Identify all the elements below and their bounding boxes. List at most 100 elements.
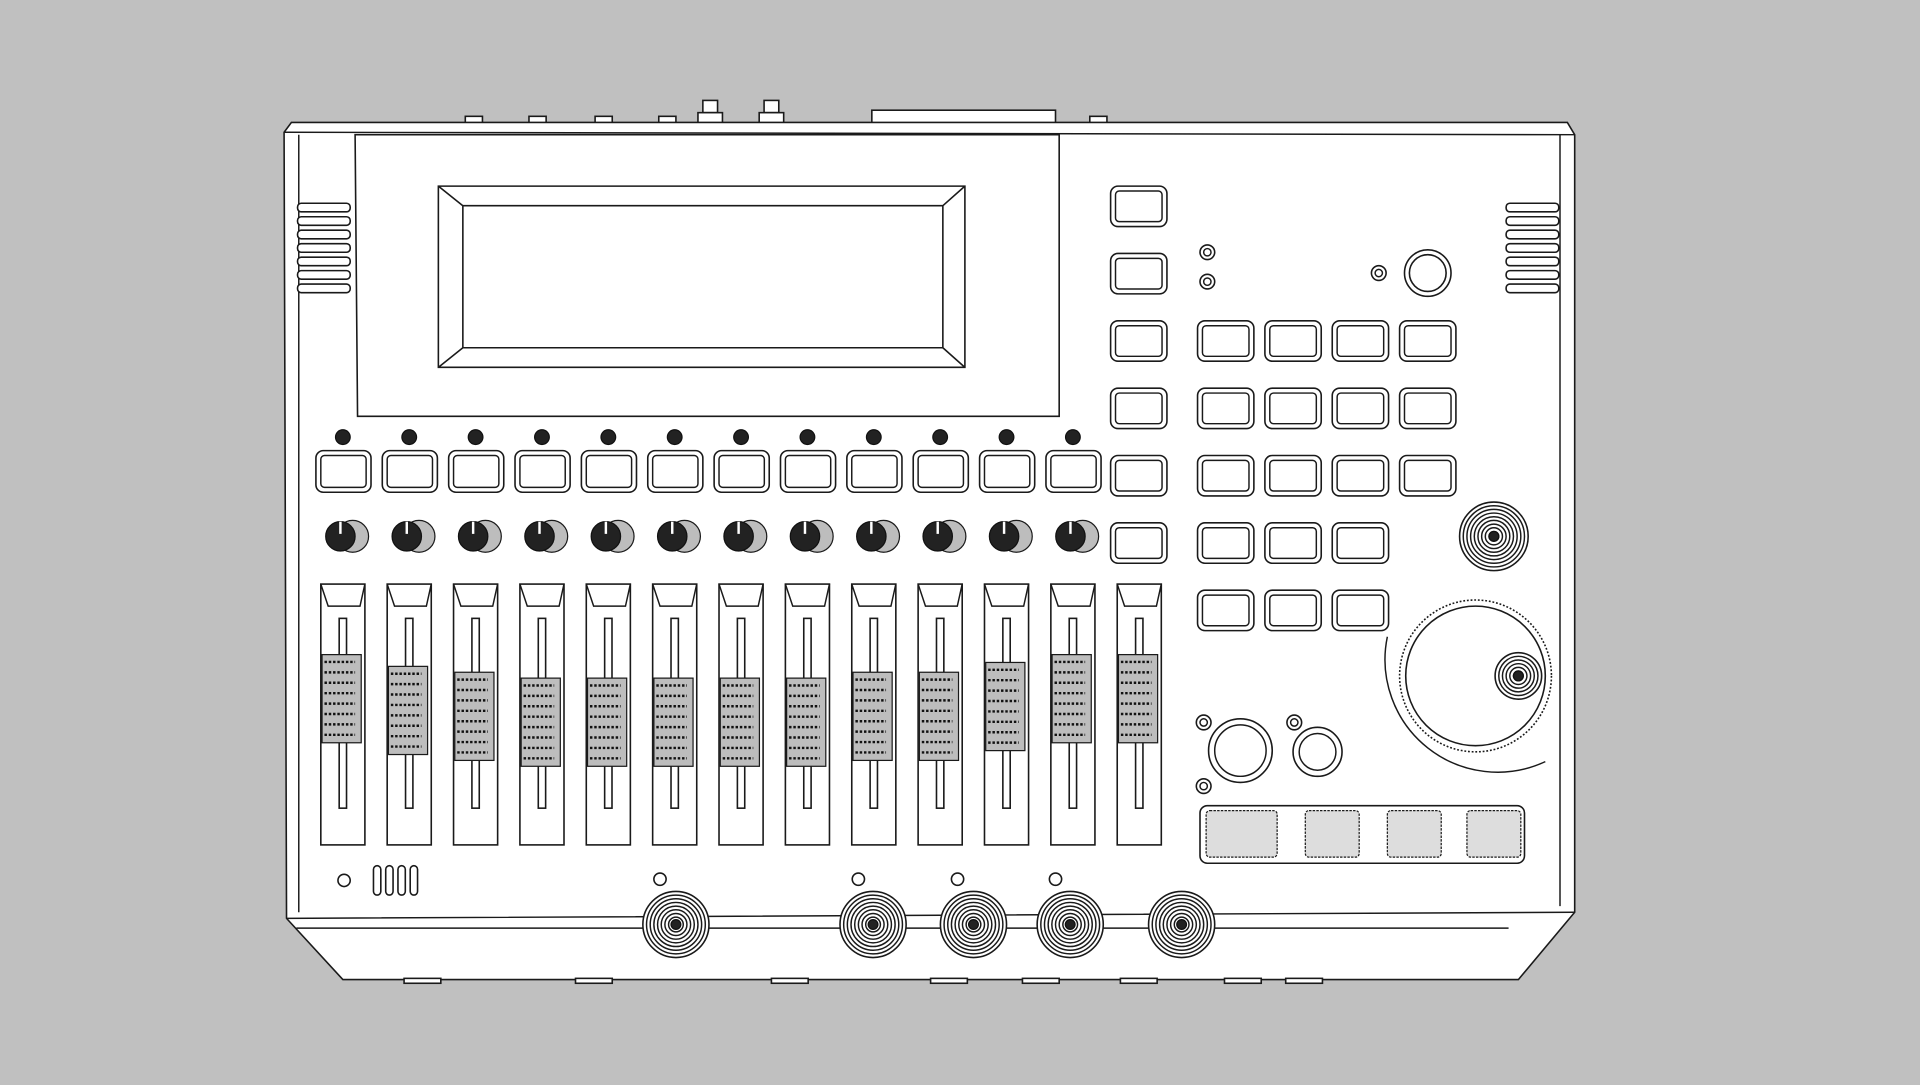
keypad-button[interactable] [1398,454,1457,497]
fader-cap[interactable] [1117,653,1159,744]
keypad-button[interactable] [1196,387,1255,430]
channel-fader[interactable] [784,583,831,846]
function-button[interactable] [1109,387,1168,430]
transport-button[interactable] [1466,810,1522,858]
transport-button[interactable] [1386,810,1442,858]
keypad-button[interactable] [1264,522,1323,565]
input-gain-knob[interactable] [939,890,1008,959]
fader-cap[interactable] [719,677,761,767]
channel-pan-knob[interactable] [856,519,901,553]
channel-fader[interactable] [1050,583,1096,846]
fader-cap[interactable] [786,677,827,767]
channel-pan-knob[interactable] [590,519,635,553]
channel-fader[interactable] [651,583,698,846]
channel-select-button[interactable] [514,449,571,494]
keypad-button[interactable] [1196,589,1255,632]
fader-cap[interactable] [387,665,429,756]
channel-fader[interactable] [983,583,1030,846]
side-vent-slot [1505,269,1560,280]
round-button[interactable] [1207,717,1274,784]
button-outer [1398,387,1457,430]
input-gain-knob[interactable] [839,890,907,959]
channel-pan-knob[interactable] [789,519,834,553]
channel-fader[interactable] [850,583,897,846]
input-gain-knob[interactable] [1147,890,1216,959]
keypad-button[interactable] [1331,589,1390,632]
button-inner [320,454,367,489]
channel-pan-knob[interactable] [457,519,502,553]
channel-select-button[interactable] [713,449,771,494]
round-button[interactable] [1292,726,1343,778]
fader-cap[interactable] [985,661,1026,752]
function-button[interactable] [1109,252,1168,295]
channel-pan-knob[interactable] [656,519,702,553]
button-inner [1403,324,1452,358]
channel-pan-knob[interactable] [325,519,370,553]
keypad-button[interactable] [1398,320,1457,363]
keypad-button[interactable] [1264,320,1323,363]
fader-cap[interactable] [852,671,893,762]
fader-cap[interactable] [918,671,960,762]
keypad-button[interactable] [1398,387,1457,430]
channel-select-button[interactable] [381,449,439,494]
function-button[interactable] [1109,185,1168,228]
keypad-button[interactable] [1331,522,1390,565]
channel-select-button[interactable] [779,449,837,494]
channel-pan-knob[interactable] [524,519,569,553]
knob-ring [846,898,900,951]
channel-pan-knob[interactable] [988,519,1033,553]
fader-cap[interactable] [586,677,628,767]
keypad-button[interactable] [1331,454,1390,497]
channel-fader[interactable] [585,583,632,846]
phones-knob[interactable] [1403,249,1452,298]
keypad-button[interactable] [1331,320,1390,363]
keypad-button[interactable] [1264,387,1323,430]
channel-fader[interactable] [519,583,565,846]
channel-pan-knob[interactable] [1055,519,1100,553]
keypad-button[interactable] [1264,454,1323,497]
channel-select-button[interactable] [315,449,372,494]
channel-pan-knob[interactable] [723,519,768,553]
channel-select-button[interactable] [447,449,505,494]
channel-fader[interactable] [386,583,433,846]
button-outer [1398,320,1457,363]
keypad-button[interactable] [1331,387,1390,430]
function-button[interactable] [1109,454,1168,497]
fader-cap[interactable] [321,653,362,744]
fader-cap[interactable] [454,671,495,762]
channel-fader[interactable] [452,583,499,846]
channel-select-button[interactable] [1045,449,1102,494]
transport-button[interactable] [1304,810,1360,858]
keypad-button[interactable] [1264,589,1323,632]
button-inner [1201,392,1250,425]
function-button[interactable] [1109,522,1168,565]
channel-select-button[interactable] [846,449,903,494]
keypad-button[interactable] [1196,522,1255,565]
fader-cap[interactable] [520,677,561,767]
input-gain-knob[interactable] [1036,890,1105,959]
channel-select-button[interactable] [978,449,1036,494]
channel-led [467,429,484,446]
keypad-button[interactable] [1196,454,1255,497]
keypad-button[interactable] [1196,320,1255,363]
fader-cap[interactable] [1051,653,1092,744]
knob-ring [1462,504,1526,568]
channel-select-button[interactable] [580,449,638,494]
channel-pan-knob[interactable] [922,519,967,553]
channel-fader[interactable] [1116,583,1163,846]
data-knob[interactable] [1458,501,1529,572]
function-button[interactable] [1109,320,1168,363]
jog-dial-finger-knob[interactable] [1494,651,1543,700]
jog-dial[interactable] [1398,599,1553,753]
transport-button[interactable] [1205,810,1278,858]
input-gain-knob[interactable] [642,890,710,959]
channel-pan-knob[interactable] [391,519,436,553]
channel-fader[interactable] [917,583,963,846]
channel-select-button[interactable] [912,449,970,494]
channel-select-button[interactable] [646,449,704,494]
channel-fader[interactable] [320,583,366,846]
knob-cap [922,521,954,552]
fader-cap[interactable] [653,677,694,767]
channel-fader[interactable] [718,583,764,846]
button-inner [1336,527,1385,560]
